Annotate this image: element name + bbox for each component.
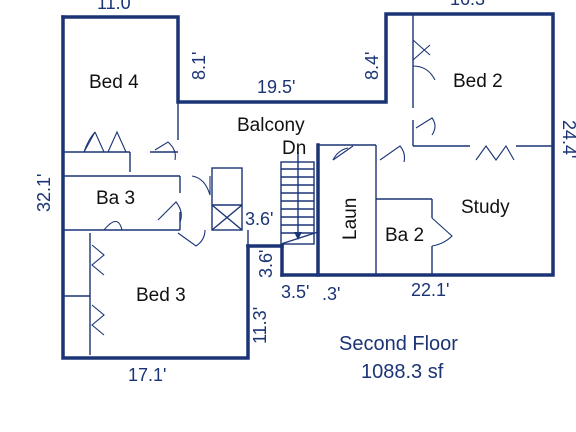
dim-bed3-height: 11.3' — [250, 307, 270, 344]
dimension-labels: 11.0' 16.3' 8.1' 19.5' 8.4' 32.1' 24.4' … — [34, 0, 576, 385]
dim-stair-width: 3.6' — [245, 209, 273, 229]
closet-box — [211, 167, 243, 231]
dim-laun-bottom: .3' — [322, 284, 340, 304]
caption-floor-area: 1088.3 sf — [361, 361, 444, 383]
dim-right-bottom: 22.1' — [411, 280, 449, 300]
room-label-bed2: Bed 2 — [453, 71, 503, 92]
floor-caption: Second Floor 1088.3 sf — [339, 333, 458, 383]
doors — [83, 39, 515, 336]
room-label-bed4: Bed 4 — [89, 72, 139, 93]
caption-floor-name: Second Floor — [339, 333, 458, 355]
room-label-balcony: Balcony — [237, 115, 305, 136]
room-label-ba3: Ba 3 — [96, 188, 135, 209]
outer-walls — [61, 12, 555, 360]
room-label-laun: Laun — [340, 198, 361, 240]
dim-top-right: 16.3' — [450, 0, 488, 9]
dim-bed4-notch: 8.1' — [189, 52, 209, 80]
staircase — [280, 152, 319, 245]
dim-bed2-notch: 8.4' — [362, 52, 382, 80]
dim-right-height: 24.4' — [559, 120, 576, 158]
room-label-ba2: Ba 2 — [385, 225, 424, 246]
dim-balcony-width: 19.5' — [257, 77, 295, 97]
dim-bed3-width: 17.1' — [128, 365, 166, 385]
dim-left-height: 32.1' — [34, 174, 54, 212]
room-label-bed3: Bed 3 — [136, 285, 186, 306]
dim-stair-bottom: 3.5' — [281, 282, 309, 302]
interior-walls — [63, 14, 553, 355]
dim-stair-height: 3.6' — [256, 250, 276, 278]
dim-top-left: 11.0' — [97, 0, 134, 13]
room-labels: Bed 4 Bed 2 Balcony Dn Ba 3 Laun Study B… — [89, 71, 510, 306]
room-label-stairs: Dn — [282, 138, 306, 159]
room-label-study: Study — [461, 197, 510, 218]
